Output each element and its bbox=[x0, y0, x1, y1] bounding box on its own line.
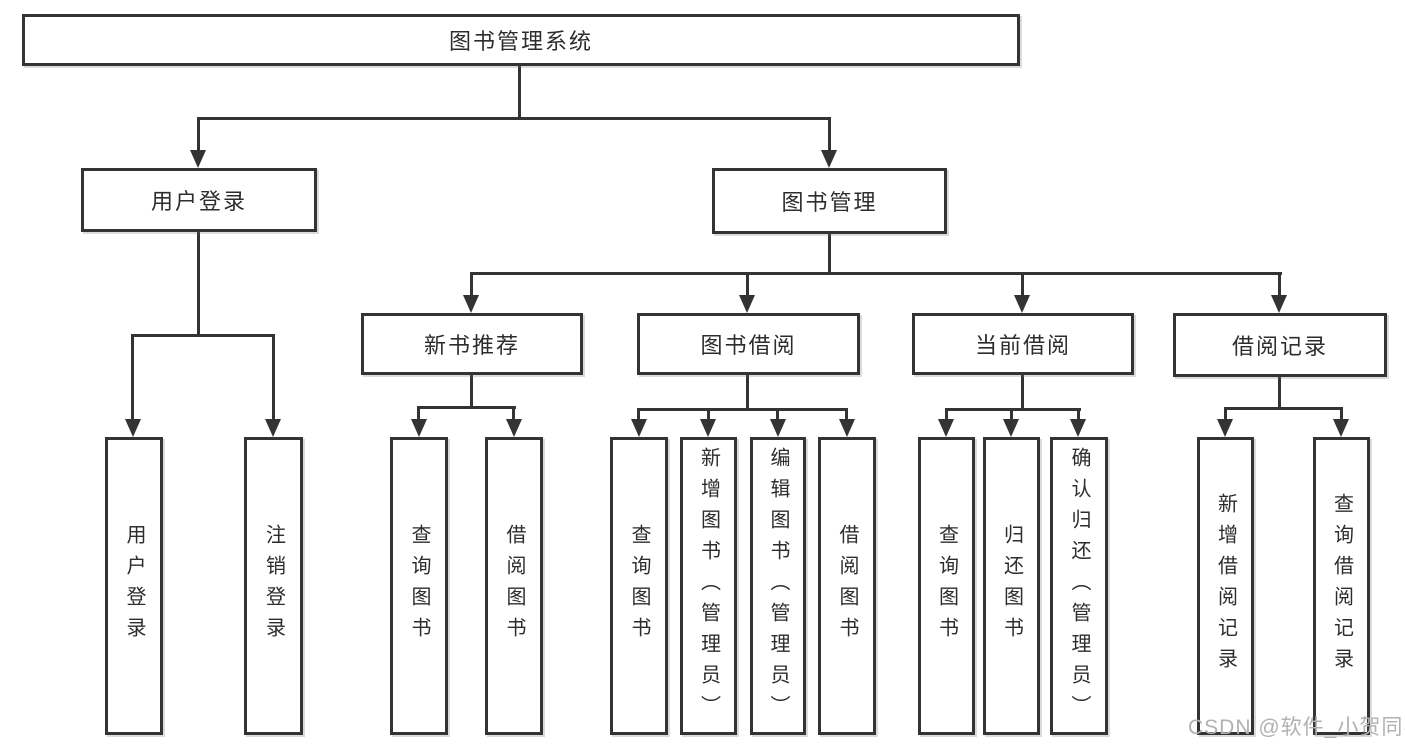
arrowhead-down-icon bbox=[265, 419, 281, 437]
connector-line bbox=[470, 375, 473, 409]
connector-line bbox=[512, 406, 515, 421]
arrowhead-down-icon bbox=[700, 419, 716, 437]
connector-line bbox=[707, 408, 710, 421]
arrowhead-down-icon bbox=[463, 295, 479, 313]
connector-line bbox=[131, 334, 134, 421]
leaf-query-borrow-record: 查询借阅记录 bbox=[1313, 437, 1370, 735]
connector-line bbox=[197, 117, 831, 120]
arrowhead-down-icon bbox=[1217, 419, 1233, 437]
csdn-watermark: CSDN @软件_小贺同学 bbox=[1188, 716, 1405, 739]
leaf-edit-books-admin: 编辑图书（管理员） bbox=[750, 437, 806, 735]
connector-line bbox=[197, 117, 200, 151]
connector-line bbox=[518, 66, 521, 120]
connector-line bbox=[197, 232, 200, 337]
node-current-borrow: 当前借阅 bbox=[912, 313, 1134, 375]
connector-line bbox=[1278, 377, 1281, 409]
node-book-borrow: 图书借阅 bbox=[637, 313, 860, 375]
leaf-confirm-return-admin: 确认归还（管理员） bbox=[1050, 437, 1108, 735]
connector-line bbox=[828, 117, 831, 151]
node-user-login: 用户登录 bbox=[81, 168, 317, 232]
connector-line bbox=[1278, 272, 1281, 298]
connector-line bbox=[1077, 408, 1080, 421]
arrowhead-down-icon bbox=[938, 419, 954, 437]
connector-line bbox=[746, 272, 749, 298]
leaf-query-books-3: 查询图书 bbox=[918, 437, 975, 735]
arrowhead-down-icon bbox=[739, 295, 755, 313]
arrowhead-down-icon bbox=[1003, 419, 1019, 437]
leaf-add-borrow-record: 新增借阅记录 bbox=[1197, 437, 1254, 735]
arrowhead-down-icon bbox=[821, 150, 837, 168]
arrowhead-down-icon bbox=[631, 419, 647, 437]
connector-line bbox=[746, 375, 749, 411]
node-borrow-records: 借阅记录 bbox=[1173, 313, 1387, 377]
arrowhead-down-icon bbox=[506, 419, 522, 437]
connector-line bbox=[637, 408, 640, 421]
arrowhead-down-icon bbox=[770, 419, 786, 437]
node-root: 图书管理系统 bbox=[22, 14, 1020, 66]
connector-line bbox=[417, 406, 516, 409]
connector-line bbox=[1010, 408, 1013, 421]
leaf-logout: 注销登录 bbox=[244, 437, 303, 735]
connector-line bbox=[1021, 272, 1024, 298]
connector-line bbox=[131, 334, 275, 337]
arrowhead-down-icon bbox=[190, 150, 206, 168]
leaf-query-books-1: 查询图书 bbox=[390, 437, 448, 735]
arrowhead-down-icon bbox=[1271, 295, 1287, 313]
arrowhead-down-icon bbox=[411, 419, 427, 437]
arrowhead-down-icon bbox=[1014, 295, 1030, 313]
connector-line bbox=[845, 408, 848, 421]
leaf-borrow-books-2: 借阅图书 bbox=[818, 437, 876, 735]
connector-line bbox=[776, 408, 779, 421]
connector-line bbox=[1340, 407, 1343, 421]
arrowhead-down-icon bbox=[125, 419, 141, 437]
connector-line bbox=[470, 272, 473, 298]
connector-line bbox=[417, 406, 420, 421]
connector-line bbox=[1021, 375, 1024, 411]
leaf-query-books-2: 查询图书 bbox=[610, 437, 668, 735]
arrowhead-down-icon bbox=[1070, 419, 1086, 437]
leaf-borrow-books-1: 借阅图书 bbox=[485, 437, 543, 735]
connector-line bbox=[945, 408, 948, 421]
leaf-return-books: 归还图书 bbox=[983, 437, 1040, 735]
connector-line bbox=[470, 272, 1282, 275]
connector-line bbox=[272, 334, 275, 421]
arrowhead-down-icon bbox=[1333, 419, 1349, 437]
connector-line bbox=[637, 408, 848, 411]
connector-line bbox=[1224, 407, 1227, 421]
leaf-user-login: 用户登录 bbox=[105, 437, 163, 735]
arrowhead-down-icon bbox=[839, 419, 855, 437]
connector-line bbox=[1224, 407, 1343, 410]
node-new-book-recommend: 新书推荐 bbox=[361, 313, 583, 375]
node-book-management: 图书管理 bbox=[712, 168, 947, 234]
connector-line bbox=[828, 234, 831, 275]
connector-line bbox=[945, 408, 1081, 411]
leaf-add-books-admin: 新增图书（管理员） bbox=[680, 437, 737, 735]
